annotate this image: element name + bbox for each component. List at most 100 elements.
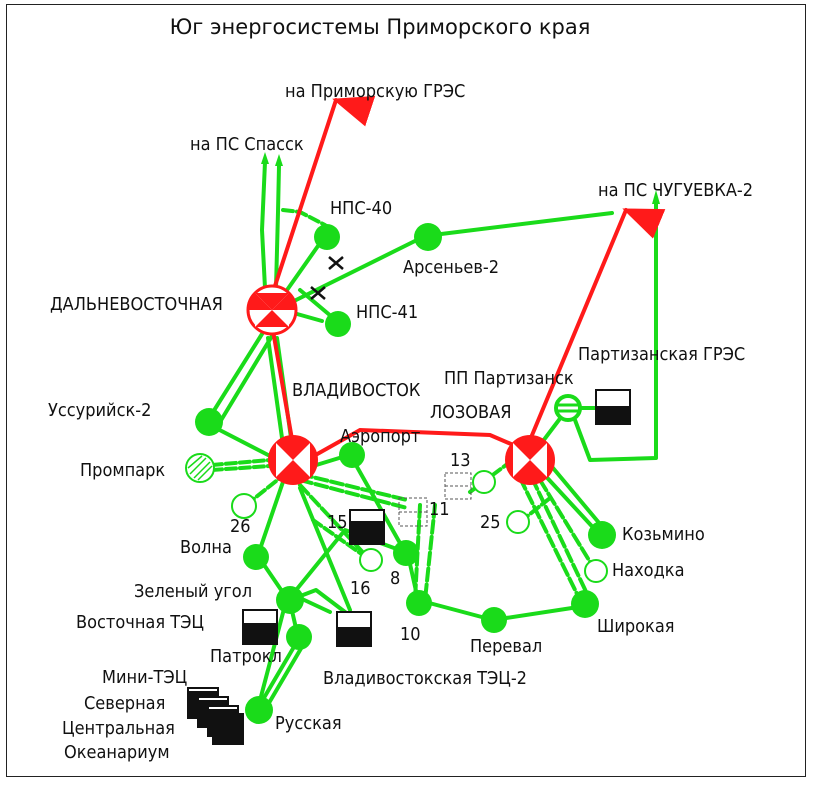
line-vlad-16 [298,483,372,562]
label-16: 16 [350,578,371,599]
node-pereval[interactable] [481,607,507,633]
line-dv-primgres [270,96,376,297]
line-vlad-loz-500 [310,427,527,459]
line-patrokl-russk-b [264,638,308,710]
node-25[interactable] [506,510,530,534]
substation-500kv-group [246,284,555,485]
label-13: 13 [450,450,471,471]
line-dv-arsenyev [286,234,427,306]
line-vlad-11b [298,478,409,510]
arrowheads-green [261,152,660,204]
label-10: 10 [400,624,421,645]
breaker-marks [310,256,344,300]
line-pereval-shir [491,604,587,622]
label-mini-tec: Мини-ТЭЦ [102,667,187,688]
node-volna[interactable] [243,544,269,570]
node-pp-partizansk[interactable] [554,394,582,422]
label-nps40: НПС-40 [330,198,392,219]
label-primorskaya-gres: на Приморскую ГРЭС [285,81,465,102]
line-spassk-2 [274,164,281,290]
line-loz-koz-b [546,460,607,532]
labels-group: на Приморскую ГРЭС на ПС Спасск на ПС ЧУ… [48,81,753,763]
line-pp-chug [573,198,658,462]
substation-lozovaya[interactable] [505,435,555,485]
node-kozmino[interactable] [588,521,616,549]
node-16[interactable] [359,548,383,572]
label-dalnevostochnaya: ДАЛЬНЕВОСТОЧНАЯ [50,294,223,315]
line-promprk2 [210,464,272,472]
label-severnaya: Северная [84,693,165,714]
label-okeanarium: Океанариум [64,742,170,763]
label-ps-chuguevka: на ПС ЧУГУЕВКА-2 [598,180,753,201]
line-loz-shir-a [518,476,582,602]
line-dv-uss-2 [218,334,274,424]
planned-boxes [398,472,472,527]
line-dv-nps40 [281,208,327,227]
label-vladivostok: ВЛАДИВОСТОК [292,380,421,401]
line-500kv-group [270,96,666,459]
plant-15[interactable] [349,509,385,545]
line-loz-shir-b [530,476,592,602]
label-nps41: НПС-41 [356,302,418,323]
node-13[interactable] [472,470,496,494]
node-russkaya[interactable] [245,696,273,724]
plant-vladivostokskaya-tec2[interactable] [336,611,372,647]
line-promprk [210,458,272,467]
label-ussuriysk: Уссурийск-2 [48,400,151,421]
label-25: 25 [480,512,501,533]
label-centralnaya: Центральная [62,718,175,739]
label-patrokl: Патрокл [210,646,282,667]
node-26[interactable] [231,493,257,519]
label-promprk: Промпарк [80,460,165,481]
line-dv-nps40b [278,234,327,302]
line-zu-east [298,596,332,614]
diagram-title: Юг энергосистемы Приморского края [170,15,591,39]
plant-partizanskaya-gres[interactable] [595,389,631,425]
planned-nodes-group [185,453,608,583]
line-spassk-1 [260,160,267,290]
box-11 [398,497,428,527]
diagram-frame [6,4,806,777]
node-shirokaya[interactable] [571,590,599,618]
node-nps40[interactable] [314,224,340,250]
label-pp-partizansk: ПП Партизанск [444,368,574,389]
label-vostochnaya-tec: Восточная ТЭЦ [76,612,204,633]
label-26: 26 [230,516,251,537]
substation-220kv-group [195,223,616,724]
line-dv-vlad-500 [270,323,295,447]
node-8[interactable] [393,540,419,566]
power-plants-group [187,389,631,745]
line-dv-uss-1 [206,332,264,422]
node-nakhodka[interactable] [584,559,608,583]
label-8: 8 [390,568,400,589]
line-zu-8 [286,528,407,602]
line-15-16 [311,518,372,562]
node-ussuriysk[interactable] [195,408,223,436]
node-nps41[interactable] [325,311,351,337]
line-vlad-tec2 [298,486,352,612]
line-zu-russk-a [256,603,287,710]
node-promprk[interactable] [185,453,215,483]
label-kozmino: Козьмино [622,524,705,545]
label-lozovaya: ЛОЗОВАЯ [430,402,511,423]
plant-okeanarium[interactable] [212,713,244,745]
line-aero-8 [350,456,407,554]
substation-dalnevostochnaya[interactable] [246,284,298,336]
node-arsenyev[interactable] [414,223,442,251]
node-aeroport[interactable] [339,442,365,468]
node-patrokl[interactable] [286,624,312,650]
label-zeleny-ugol: Зеленый угол [134,581,252,602]
line-11-10b [423,503,437,602]
line-dv-vlad-1 [266,336,285,447]
label-aeroport: Аэропорт [340,426,420,447]
substation-vladivostok[interactable] [268,435,318,485]
label-15: 15 [327,512,348,533]
node-10[interactable] [406,590,432,616]
line-vlad-11a [298,472,409,502]
line-patrokl-russk-a [256,638,300,710]
plant-vostochnaya-tec[interactable] [242,609,278,645]
label-nakhodka: Находка [612,560,685,581]
node-zeleny-ugol[interactable] [276,586,304,614]
label-partizanskaya-gres: Партизанская ГРЭС [578,344,745,365]
